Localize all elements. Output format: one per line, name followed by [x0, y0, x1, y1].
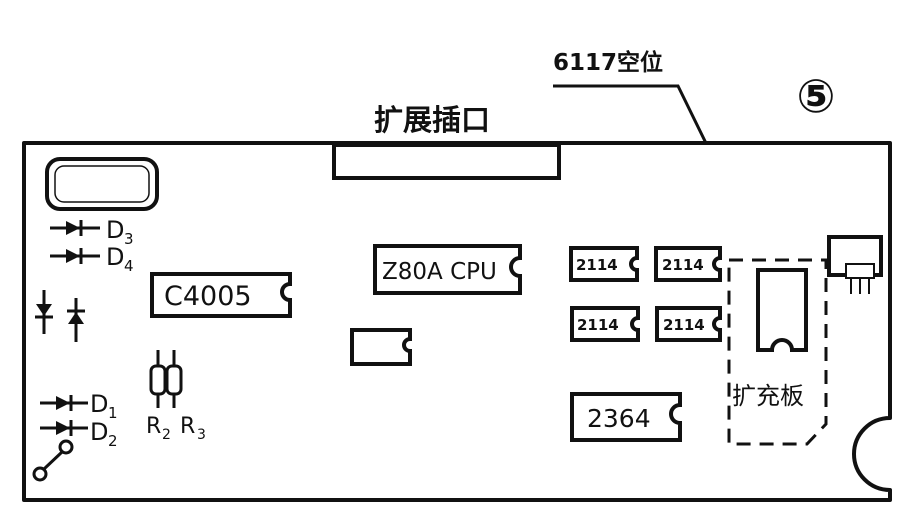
expansion-slot-label: 扩展插口 [374, 103, 490, 137]
jumper-link [32, 439, 74, 482]
resistor-r2-letter: R [146, 414, 161, 439]
resistor-r3: R 3 [165, 350, 206, 443]
chip-ram-2: 2114 [654, 246, 722, 282]
vertical-diode-right [67, 298, 85, 342]
diode-d2-sub: 2 [108, 432, 118, 450]
resistor-r2: R 2 [146, 350, 171, 443]
chip-rom: 2364 [570, 392, 682, 442]
chip-ram-3: 2114 [570, 306, 640, 342]
expansion-board-label: 扩充板 [732, 382, 804, 410]
resistor-r2-sub: 2 [162, 427, 171, 443]
diode-d2-letter: D [90, 418, 108, 446]
chip-ram-3-label: 2114 [577, 316, 619, 334]
expansion-board-region [727, 258, 828, 446]
chip-ram-4: 2114 [655, 306, 722, 342]
chip-ram-1-label: 2114 [576, 256, 618, 274]
expansion-slot-connector [332, 143, 561, 180]
diode-d1-letter: D [90, 390, 108, 418]
diode-d2: D 2 [40, 418, 118, 450]
chip-ram-4-label: 2114 [663, 316, 705, 334]
figure-number: ⑤ [797, 69, 836, 123]
diode-d4-letter: D [106, 243, 124, 271]
diode-d3-letter: D [106, 216, 124, 244]
chip-c4005: C4005 [150, 272, 292, 318]
regulator-component [827, 235, 883, 294]
chip-c4005-label: C4005 [164, 281, 252, 312]
resistor-r3-sub: 3 [197, 427, 206, 443]
crystal-component [45, 157, 159, 211]
vertical-diode-left [35, 290, 53, 334]
diode-d1-sub: 1 [108, 404, 118, 422]
crystal-inner [54, 165, 150, 203]
chip-ram-1: 2114 [569, 246, 639, 282]
diode-d4-sub: 4 [124, 257, 134, 275]
resistor-r3-letter: R [180, 414, 195, 439]
chip-rom-label: 2364 [587, 404, 651, 433]
empty-6117-label: 6117空位 [553, 49, 663, 76]
chip-cpu-label: Z80A CPU [382, 259, 497, 285]
chip-ram-2-label: 2114 [662, 256, 704, 274]
chip-cpu: Z80A CPU [373, 244, 522, 295]
empty-6117-socket [756, 268, 808, 352]
diode-d4: D 4 [50, 243, 134, 275]
diode-d1: D 1 [40, 390, 118, 422]
diode-d3: D 3 [50, 216, 134, 248]
diode-d3-sub: 3 [124, 230, 134, 248]
small-component [350, 328, 412, 366]
